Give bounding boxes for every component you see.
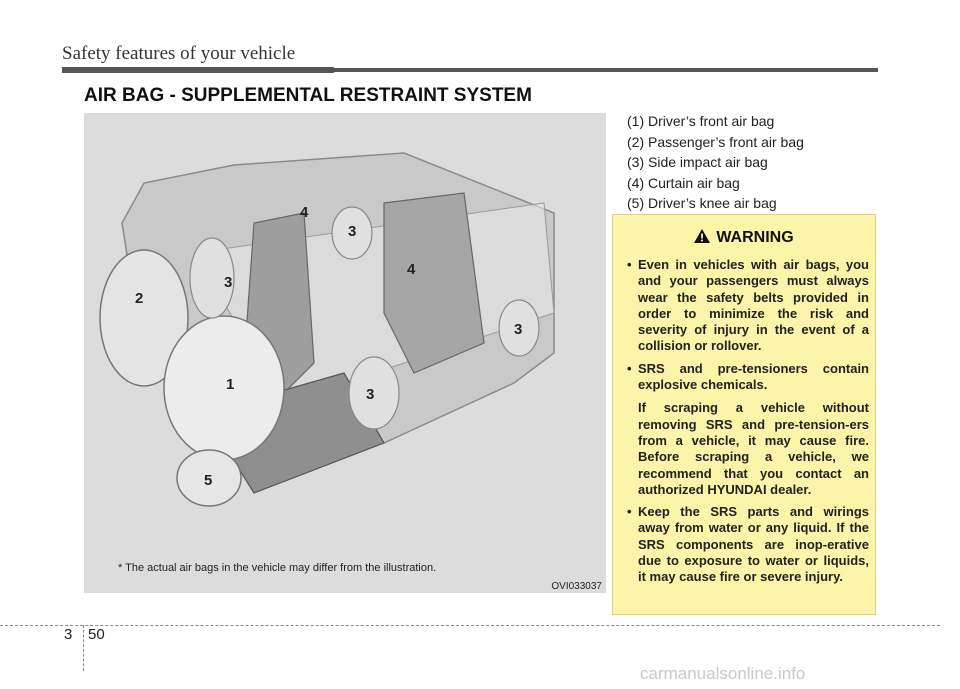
figure-label-4a: 4 [300,204,309,221]
figure-label-3c: 3 [514,321,522,338]
warning-triangle-icon [694,229,711,248]
warning-item: • SRS and pre-tensioners contain explosi… [627,361,869,498]
figure-label-2: 2 [135,290,143,307]
page-number: 50 [88,626,105,643]
side-airbag-front [189,237,235,319]
page-chapter: 3 [64,626,73,643]
legend-item: (2) Passenger’s front air bag [627,133,804,150]
legend-item: (5) Driver’s knee air bag [627,195,777,212]
watermark: carmanualsonline.info [640,664,806,683]
driver-airbag [163,315,285,461]
airbag-legend: (1) Driver’s front air bag (2) Passenger… [627,111,804,214]
figure-caption: * The actual air bags in the vehicle may… [118,562,437,574]
bullet: • [627,504,632,520]
header-rule [62,68,878,72]
footer-rule [0,625,940,626]
figure-label-3a: 3 [348,223,356,240]
passenger-airbag [99,249,189,387]
warning-item: • Keep the SRS parts and wirings away fr… [627,504,869,585]
legend-item: (1) Driver’s front air bag [627,113,775,129]
warning-heading: WARNING [613,229,875,248]
legend-item: (4) Curtain air bag [627,174,740,191]
airbag-illustration: 4 3 4 2 3 3 1 3 5 * The actual air bags … [84,113,606,593]
figure-label-5: 5 [204,472,212,489]
warning-text: Keep the SRS parts and wirings away from… [638,504,869,585]
figure-label-3d: 3 [366,386,374,403]
warning-box: WARNING • Even in vehicles with air bags… [612,214,876,615]
warning-list: • Even in vehicles with air bags, you an… [627,257,869,592]
warning-text: Even in vehicles with air bags, you and … [638,257,869,354]
header-title: Safety features of your vehicle [62,43,296,64]
rear-seat [383,192,485,374]
bullet: • [627,360,632,376]
warning-title: WARNING [716,229,794,246]
figure-label-3b: 3 [224,274,232,291]
footer-divider [83,625,84,671]
side-airbag-rear-right [498,299,540,357]
knee-airbag [176,449,242,507]
airbag-drawing: 4 3 4 2 3 3 1 3 5 [99,152,555,507]
header-rule-accent [62,67,334,73]
legend-item: (3) Side impact air bag [627,154,768,171]
figure-label-4b: 4 [407,261,416,278]
section-title: AIR BAG - SUPPLEMENTAL RESTRAINT SYSTEM [84,85,532,106]
figure-code: OVI033037 [551,581,602,592]
side-airbag-top [331,206,373,260]
warning-item: • Even in vehicles with air bags, you an… [627,257,869,355]
warning-text: SRS and pre-tensioners contain explosive… [638,360,869,393]
warning-text-extra: If scraping a vehicle without removing S… [638,400,869,497]
bullet: • [627,257,632,272]
figure-label-1: 1 [226,376,234,393]
side-airbag-rear [348,356,400,430]
